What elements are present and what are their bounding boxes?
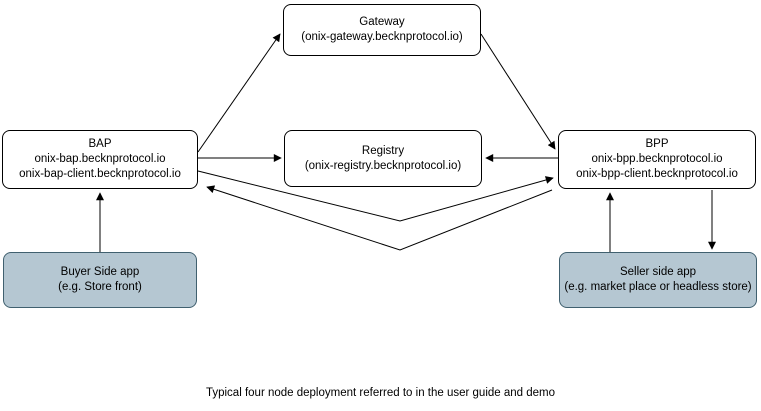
node-bap: BAP onix-bap.becknprotocol.io onix-bap-c… xyxy=(2,130,198,189)
node-buyer-app-title: Buyer Side app xyxy=(60,266,140,278)
node-registry-title: Registry xyxy=(361,144,405,157)
arrow-gateway-to-bpp xyxy=(480,33,556,150)
node-gateway-url: (onix-gateway.becknprotocol.io) xyxy=(301,31,463,43)
node-seller-app-title: Seller side app xyxy=(619,266,697,278)
node-bpp-client-url: onix-bpp-client.becknprotocol.io xyxy=(576,168,738,180)
node-bap-client-url: onix-bap-client.becknprotocol.io xyxy=(19,168,181,180)
node-bpp: BPP onix-bpp.becknprotocol.io onix-bpp-c… xyxy=(558,130,756,189)
node-bap-title: BAP xyxy=(88,138,112,150)
arrow-bpp-to-bap xyxy=(206,185,553,251)
node-registry: Registry (onix-registry.becknprotocol.io… xyxy=(284,130,482,187)
node-seller-app-subtitle: (e.g. market place or headless store) xyxy=(564,281,752,293)
node-buyer-app: Buyer Side app (e.g. Store front) xyxy=(3,252,197,308)
node-gateway-title: Gateway xyxy=(359,16,405,28)
node-seller-app: Seller side app (e.g. market place or he… xyxy=(559,252,757,308)
arrow-bap-to-gateway xyxy=(197,33,281,153)
node-gateway: Gateway (onix-gateway.becknprotocol.io) xyxy=(283,4,481,56)
node-registry-url: (onix-registry.becknprotocol.io) xyxy=(304,159,462,172)
node-buyer-app-subtitle: (e.g. Store front) xyxy=(58,281,142,293)
node-bap-url: onix-bap.becknprotocol.io xyxy=(34,153,166,165)
node-bpp-title: BPP xyxy=(645,138,669,150)
diagram-caption: Typical four node deployment referred to… xyxy=(205,387,556,399)
node-bpp-url: onix-bpp.becknprotocol.io xyxy=(591,153,723,165)
